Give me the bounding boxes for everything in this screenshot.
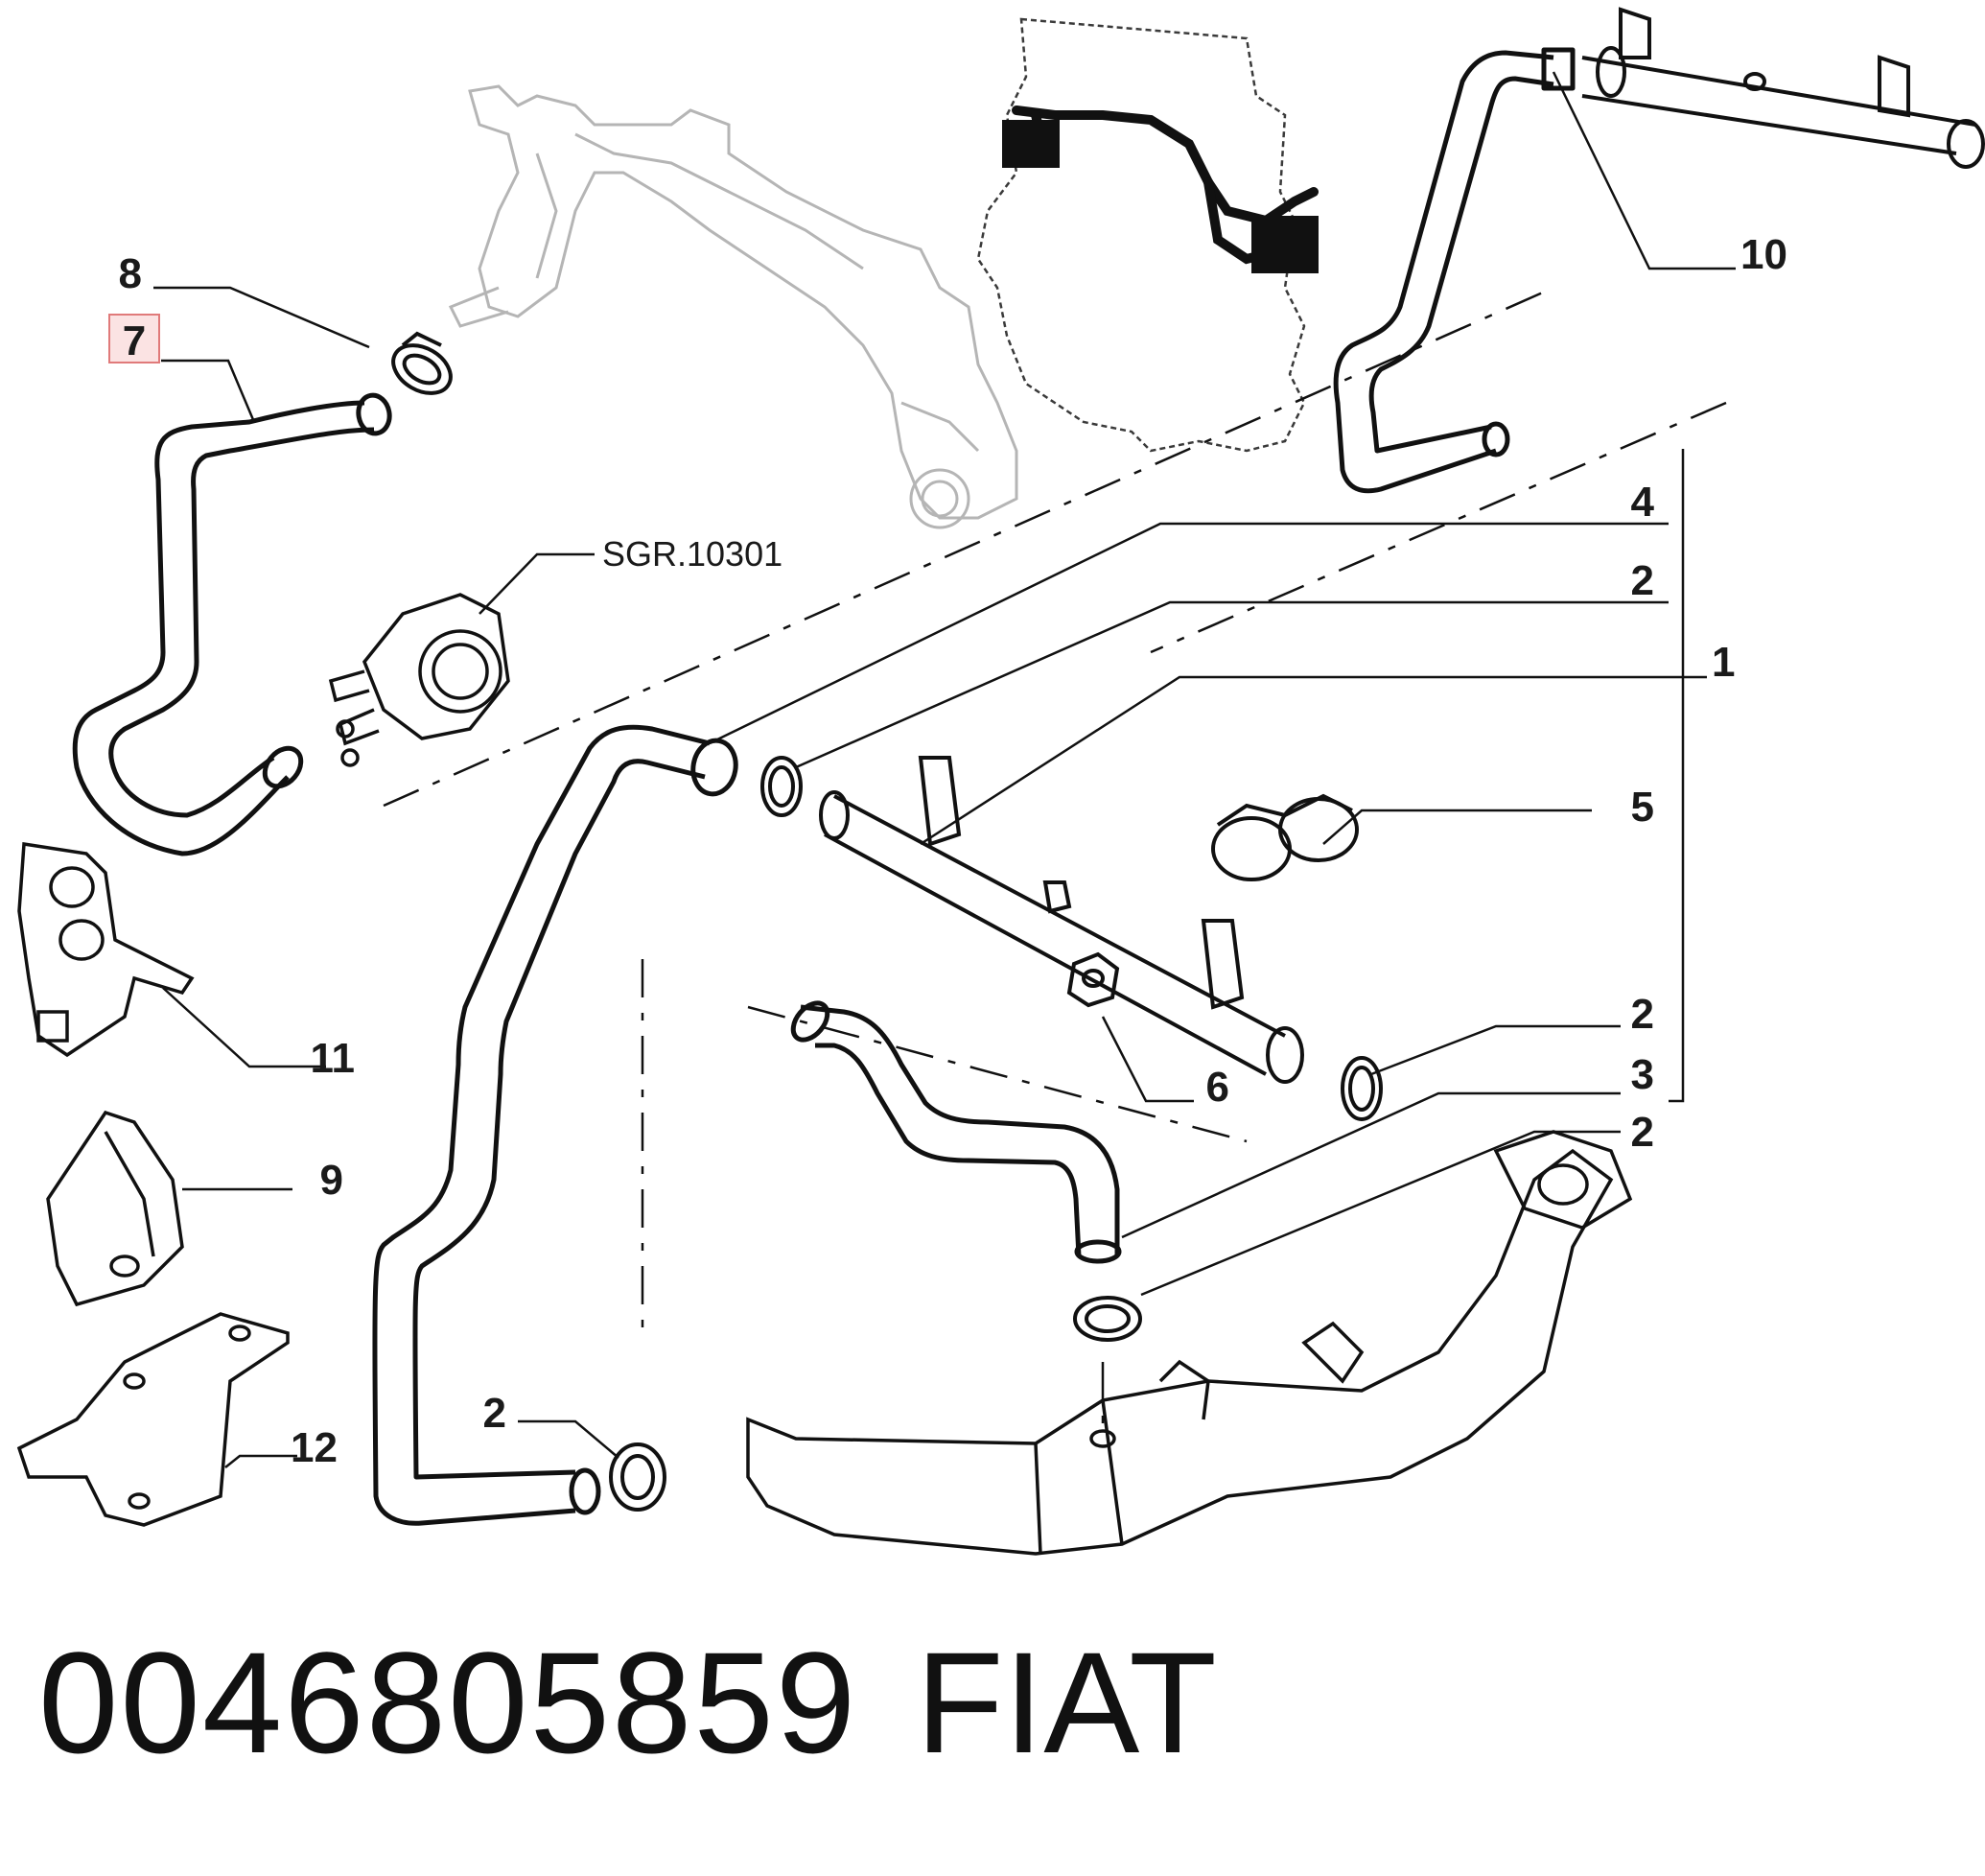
callout-9: 9 (320, 1157, 343, 1204)
callout-4: 4 (1631, 479, 1655, 526)
clamp-2-lower (1073, 1296, 1142, 1342)
egr-cooler (746, 1130, 1633, 1556)
callout-labels: 8 7 10 SGR.10301 4 2 1 5 11 2 3 6 2 9 2 … (108, 231, 1787, 1471)
clamp-5 (1211, 793, 1359, 881)
hose-3 (790, 1000, 1122, 1264)
clamp-2-upper (760, 756, 803, 817)
bracket-12 (16, 1312, 290, 1527)
pipe-assembly-1 (819, 756, 1304, 1084)
coolant-manifold-ghost (448, 84, 1018, 529)
leader-lines (153, 71, 1736, 1468)
callout-2a: 2 (1631, 557, 1654, 604)
hose-10 (1333, 47, 1576, 494)
callout-6: 6 (1206, 1064, 1229, 1111)
brand-text: FIAT (916, 1622, 1217, 1783)
callout-5: 5 (1631, 784, 1654, 831)
callout-2d: 2 (483, 1390, 506, 1437)
assembly-guide-lines (383, 286, 1727, 1429)
bracket-11 (17, 841, 195, 1058)
callout-7-highlight (108, 314, 160, 363)
nut-6 (1066, 951, 1120, 1008)
callout-8: 8 (119, 250, 142, 297)
callout-2b: 2 (1631, 991, 1654, 1038)
hose-4 (372, 724, 738, 1526)
engine-block-ghost (976, 17, 1306, 453)
callout-sgr-10301: SGR.10301 (602, 534, 782, 574)
clamp-2-bottom (609, 1442, 666, 1512)
callout-10: 10 (1740, 231, 1787, 278)
callout-11: 11 (310, 1035, 355, 1082)
coolant-pipe-top (1581, 7, 1985, 169)
callout-2c: 2 (1631, 1109, 1654, 1156)
clamp-2-right (1341, 1056, 1383, 1121)
callout-3: 3 (1631, 1051, 1654, 1098)
bracket-9 (46, 1110, 184, 1307)
callout-1: 1 (1712, 639, 1735, 686)
clamp-8 (391, 331, 453, 395)
wiring-harness (1002, 106, 1319, 273)
callout-12: 12 (291, 1424, 338, 1471)
oil-cooler (328, 593, 510, 767)
callout-7: 7 (123, 317, 146, 364)
part-number-text: 0046805859 (38, 1622, 858, 1783)
hose-7 (72, 392, 392, 856)
